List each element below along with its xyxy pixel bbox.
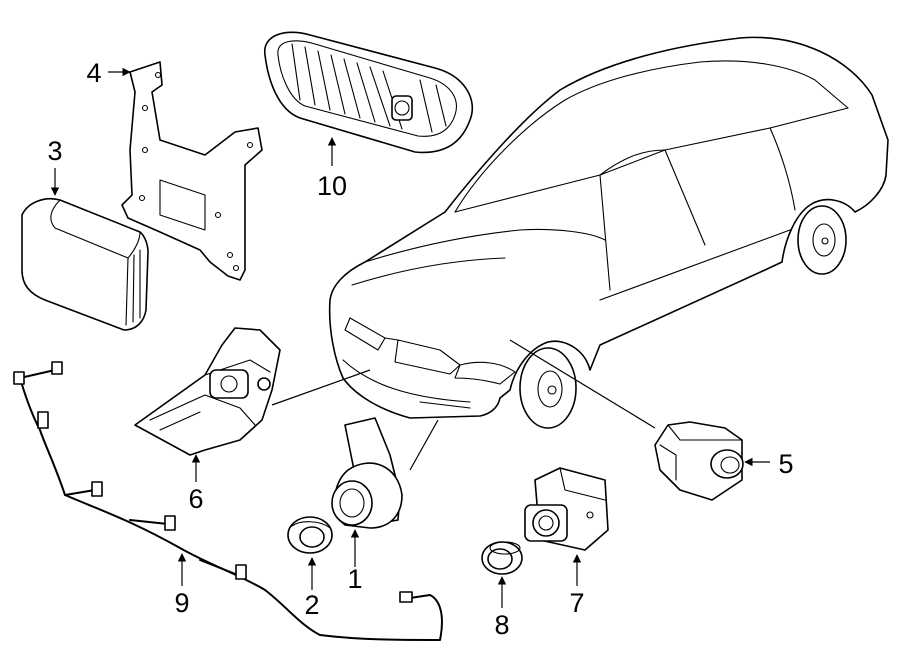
callout-4: 4 — [86, 58, 101, 88]
callout-7: 7 — [569, 588, 584, 618]
part-4-bracket — [121, 61, 263, 281]
car-illustration — [328, 36, 889, 429]
part-7-camera — [524, 467, 609, 551]
part-2-sensor-ring — [287, 516, 333, 554]
callout-8: 8 — [494, 610, 509, 640]
part-10-kidney-grille — [264, 31, 474, 154]
callout-2: 2 — [304, 590, 319, 620]
callout-3: 3 — [47, 136, 62, 166]
part-6-camera-bracket — [134, 327, 281, 456]
callout-6: 6 — [188, 484, 203, 514]
part-3-control-module — [21, 198, 149, 331]
callout-labels: 1 2 3 4 5 6 7 8 9 10 — [47, 58, 793, 640]
callout-10: 10 — [317, 171, 347, 201]
part-1-park-sensor — [331, 417, 403, 529]
part-9-wire-harness — [13, 361, 443, 641]
callout-arrows — [50, 67, 770, 608]
leader-lines — [271, 339, 656, 471]
callout-5: 5 — [778, 449, 793, 479]
part-5-side-sensor — [654, 421, 744, 501]
part-8-camera-ring — [481, 541, 523, 575]
callout-1: 1 — [347, 564, 362, 594]
callout-9: 9 — [174, 588, 189, 618]
